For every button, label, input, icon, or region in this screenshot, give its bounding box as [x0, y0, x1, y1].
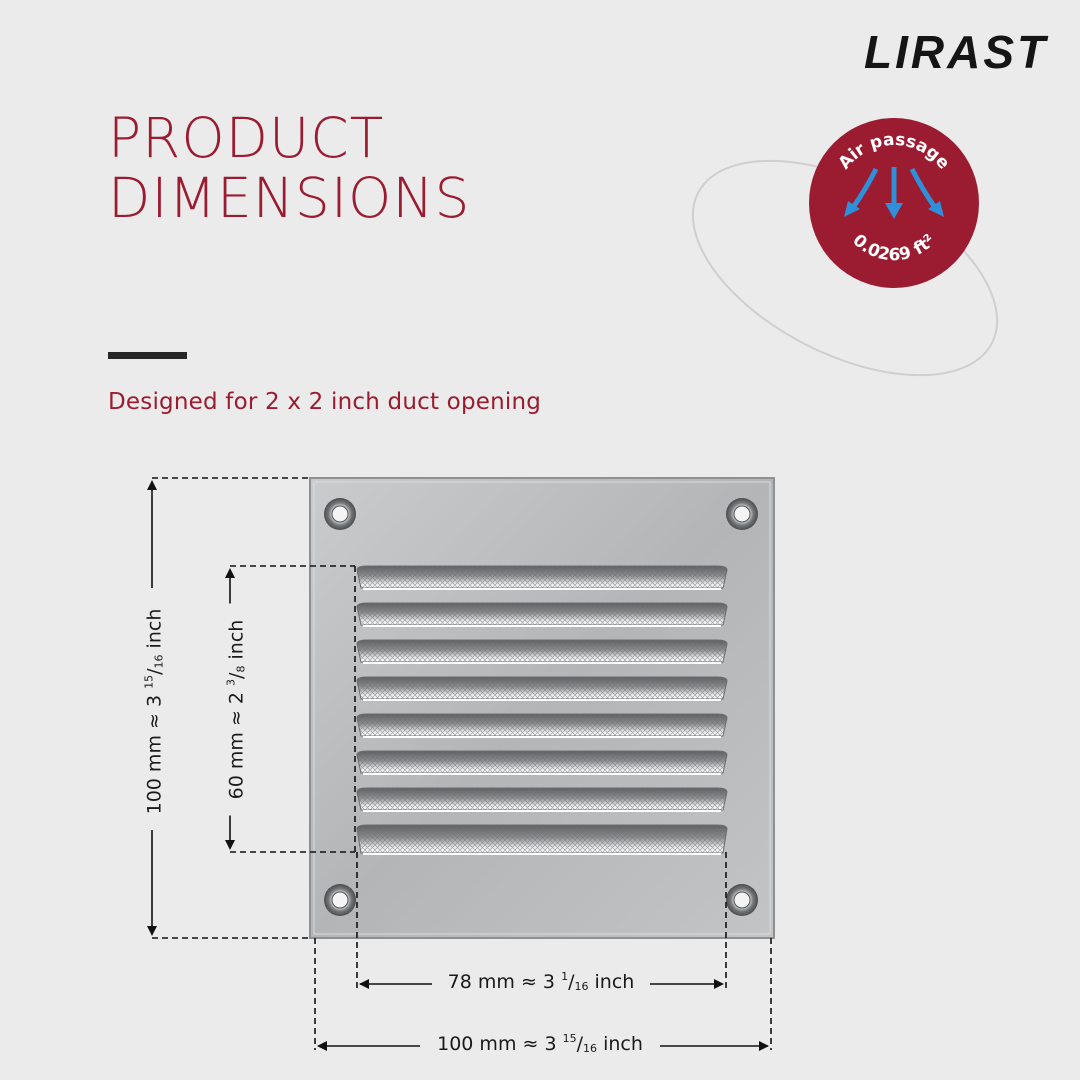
outer-height-label: 100 mm ≈ 3 15/16 inch [142, 595, 166, 828]
inner-width-label: 78 mm ≈ 3 1/16 inch [432, 970, 650, 993]
airflow-arrows-icon [844, 167, 944, 219]
louver-slat [356, 750, 728, 775]
louver-slat [356, 787, 728, 812]
louver-slat [356, 565, 728, 590]
louver-slat [356, 824, 728, 855]
brand-logo: LIRAST [862, 22, 1062, 74]
louver-slat [356, 602, 728, 627]
dimension-lines [151, 477, 772, 1050]
page-title: PRODUCT DIMENSIONS [108, 108, 708, 228]
divider [108, 352, 187, 359]
subtitle: Designed for 2 x 2 inch duct opening [108, 389, 542, 415]
page-title-line2: DIMENSIONS [108, 166, 471, 230]
louver-slat [356, 676, 728, 701]
brand-logo-text: LIRAST [864, 26, 1049, 74]
louver-group [356, 565, 728, 855]
louver-slat [356, 639, 728, 664]
page-title-line1: PRODUCT [108, 106, 385, 170]
dimension-arrowheads [147, 480, 769, 1051]
outer-width-label: 100 mm ≈ 3 15/16 inch [420, 1032, 660, 1055]
air-passage-badge: Air passage 0.0269 ft² [809, 118, 979, 288]
louver-slat [356, 713, 728, 738]
inner-height-label: 60 mm ≈ 2 3/8 inch [224, 603, 248, 816]
screw-holes [324, 498, 758, 916]
brand-logo-mark: LIRAST [864, 26, 1049, 74]
vent-plate [309, 477, 775, 939]
